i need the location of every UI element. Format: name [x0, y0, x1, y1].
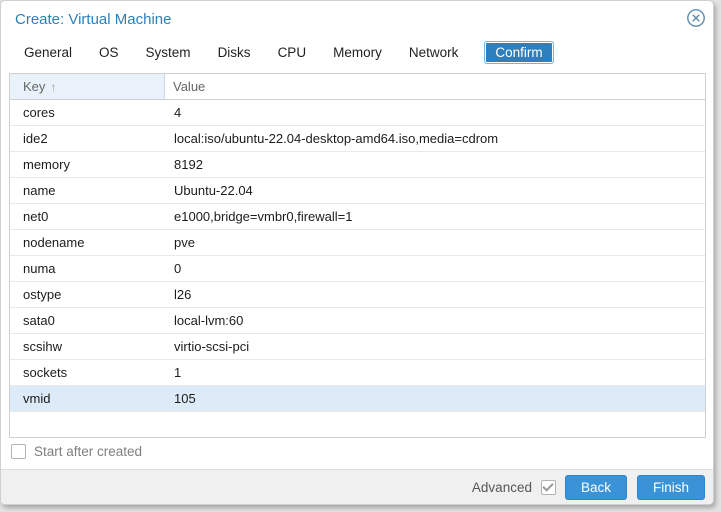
- start-after-created-option[interactable]: Start after created: [11, 444, 142, 459]
- dialog-title: Create: Virtual Machine: [15, 11, 172, 28]
- table-row-name[interactable]: name Ubuntu-22.04: [10, 178, 705, 204]
- start-after-created-checkbox[interactable]: [11, 444, 26, 459]
- sort-asc-icon: ↑: [50, 79, 57, 94]
- table-row-numa[interactable]: numa 0: [10, 256, 705, 282]
- tab-disks[interactable]: Disks: [217, 44, 251, 60]
- table-header: Key ↑ Value: [10, 74, 705, 100]
- table-row-cores[interactable]: cores 4: [10, 100, 705, 126]
- row-value-cell: virtio-scsi-pci: [174, 339, 250, 354]
- table-row-sata0[interactable]: sata0 local-lvm:60: [10, 308, 705, 334]
- table-row-nodename[interactable]: nodename pve: [10, 230, 705, 256]
- row-value-cell: l26: [174, 287, 192, 302]
- table-row-net0[interactable]: net0 e1000,bridge=vmbr0,firewall=1: [10, 204, 705, 230]
- tab-confirm[interactable]: Confirm: [484, 40, 554, 64]
- tab-memory[interactable]: Memory: [333, 44, 382, 60]
- tab-cpu[interactable]: CPU: [277, 44, 307, 60]
- tab-network[interactable]: Network: [408, 44, 459, 60]
- row-key-cell: scsihw: [23, 339, 63, 354]
- table-row-ostype[interactable]: ostype l26: [10, 282, 705, 308]
- row-value-cell: 0: [174, 261, 182, 276]
- row-value-cell: local-lvm:60: [174, 313, 244, 328]
- row-key-cell: sockets: [23, 365, 68, 380]
- table-row-sockets[interactable]: sockets 1: [10, 360, 705, 386]
- row-key-cell: ide2: [23, 131, 48, 146]
- advanced-checkbox[interactable]: [540, 479, 556, 495]
- column-header-value-label: Value: [173, 79, 206, 94]
- row-key-cell: sata0: [23, 313, 55, 328]
- row-key-cell: memory: [23, 157, 70, 172]
- row-value-cell: e1000,bridge=vmbr0,firewall=1: [174, 209, 353, 224]
- row-value-cell: Ubuntu-22.04: [174, 183, 253, 198]
- table-body: cores 4 ide2 local:iso/ubuntu-22.04-desktop…: [10, 100, 705, 412]
- dialog-footer: Advanced Back Finish: [1, 469, 713, 504]
- row-key-cell: cores: [23, 105, 55, 120]
- row-value-cell: 1: [174, 365, 182, 380]
- column-header-key-label: Key: [23, 79, 46, 94]
- tab-system[interactable]: System: [145, 44, 191, 60]
- row-key-cell: net0: [23, 209, 49, 224]
- row-key-cell: ostype: [23, 287, 62, 302]
- row-value-cell: 8192: [174, 157, 203, 172]
- row-value-cell: 105: [174, 391, 196, 406]
- close-icon[interactable]: [686, 8, 706, 28]
- tab-os[interactable]: OS: [99, 44, 119, 60]
- tab-bar: General OS System Disks CPU Memory Network Conf…: [23, 39, 703, 65]
- row-key-cell: nodename: [23, 235, 85, 250]
- table-row-vmid[interactable]: vmid 105: [10, 386, 705, 412]
- row-value-cell: 4: [174, 105, 182, 120]
- row-value-cell: local:iso/ubuntu-22.04-desktop-amd64.iso…: [174, 131, 499, 146]
- table-row-memory[interactable]: memory 8192: [10, 152, 705, 178]
- row-key-cell: vmid: [23, 391, 51, 406]
- start-after-created-label: Start after created: [34, 444, 143, 459]
- back-button[interactable]: Back: [564, 474, 627, 500]
- tab-general[interactable]: General: [24, 44, 73, 60]
- row-key-cell: numa: [23, 261, 56, 276]
- summary-table: Key ↑ Value cores 4 ide2 local:iso/ubuntu-2…: [9, 73, 706, 438]
- advanced-label: Advanced: [471, 479, 532, 495]
- finish-button[interactable]: Finish: [636, 474, 705, 500]
- column-header-key[interactable]: Key ↑: [10, 74, 165, 99]
- table-row-ide2[interactable]: ide2 local:iso/ubuntu-22.04-desktop-amd64…: [10, 126, 705, 152]
- create-vm-dialog: Create: Virtual Machine General OS System D…: [0, 0, 714, 505]
- column-header-value[interactable]: Value: [165, 74, 705, 99]
- row-value-cell: pve: [174, 235, 195, 250]
- row-key-cell: name: [23, 183, 56, 198]
- table-row-scsihw[interactable]: scsihw virtio-scsi-pci: [10, 334, 705, 360]
